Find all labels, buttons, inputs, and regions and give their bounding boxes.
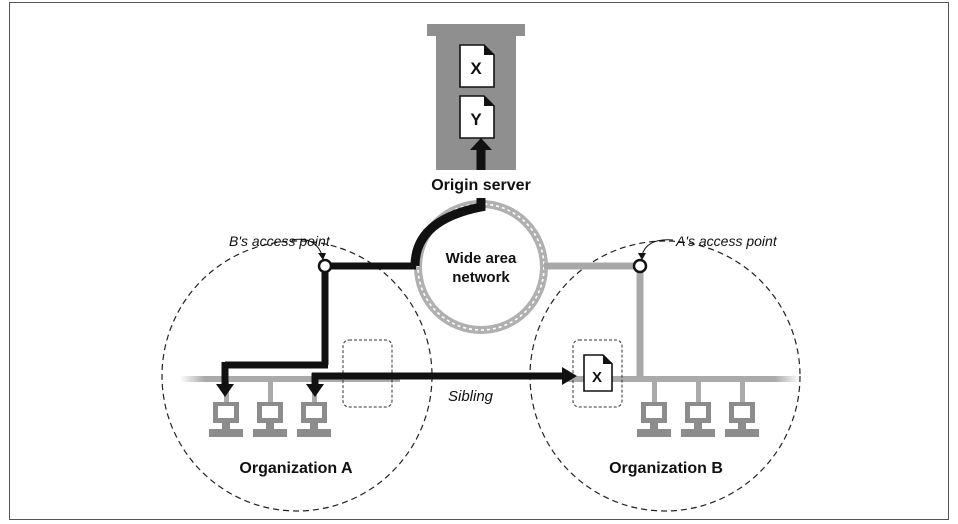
sibling-label: Sibling: [448, 388, 494, 405]
sibling-document-letter: X: [592, 369, 602, 386]
computer-icon: [297, 402, 331, 437]
computer-icon: [637, 402, 671, 437]
lan-org-a: [180, 376, 400, 402]
origin-server-label: Origin server: [431, 177, 531, 194]
a-access-point-callout: [641, 239, 674, 256]
lan-org-b: [568, 376, 800, 402]
wan-label-line1: Wide area: [446, 250, 517, 267]
sibling-document-x-icon: X: [583, 354, 613, 392]
b-access-point-node: [317, 258, 333, 274]
computer-icon: [253, 402, 287, 437]
document-x-icon: X: [459, 44, 495, 88]
sibling-arrow: [306, 367, 577, 397]
computer-icon: [725, 402, 759, 437]
a-access-point-label: A's access point: [675, 233, 778, 249]
document-y-icon: Y: [459, 95, 495, 139]
computer-icon: [209, 402, 243, 437]
organization-b-label: Organization B: [609, 460, 723, 477]
b-access-point-label: B's access point: [229, 233, 331, 249]
b-access-point-callout: [291, 238, 323, 256]
wan-label-line2: network: [452, 269, 510, 286]
computer-icon: [681, 402, 715, 437]
organization-a-label: Organization A: [239, 460, 353, 477]
request-path: [216, 138, 492, 397]
document-y-letter: Y: [470, 110, 482, 129]
a-access-point-node: [632, 258, 648, 274]
org-b-uplink: [544, 262, 644, 379]
document-x-letter: X: [470, 59, 482, 78]
